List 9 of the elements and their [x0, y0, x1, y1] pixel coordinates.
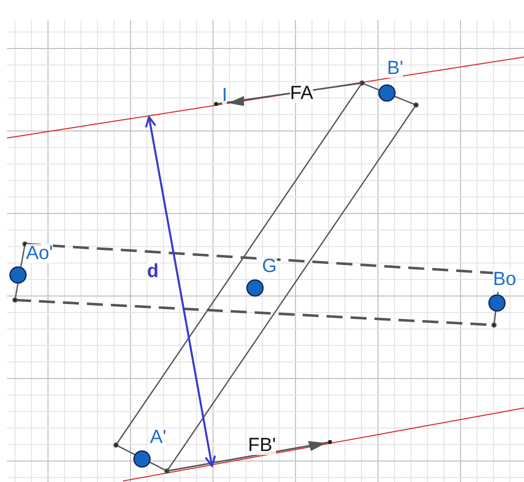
point-label: B'	[387, 59, 404, 78]
distance-label: d	[147, 262, 159, 281]
point-label: I	[222, 86, 228, 105]
vector-label: FB'	[248, 436, 276, 455]
point-label: Bo	[493, 270, 516, 289]
vector-label: FA	[290, 84, 314, 103]
point-label: Ao'	[26, 244, 53, 263]
point-label: G	[262, 257, 277, 276]
point-label: A'	[150, 428, 166, 447]
